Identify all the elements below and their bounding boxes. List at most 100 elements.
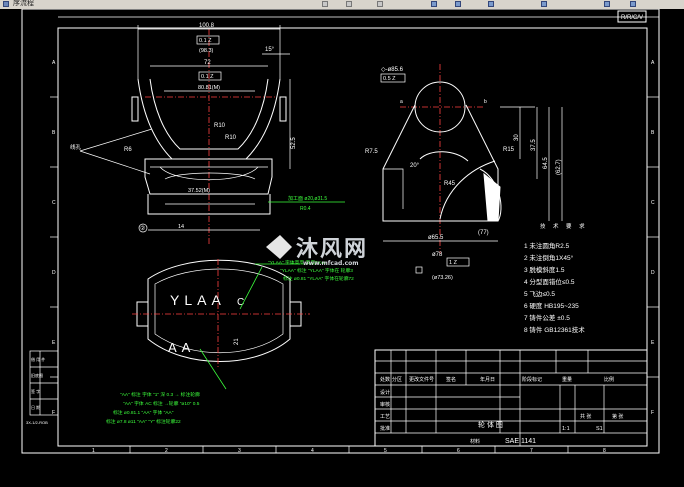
left-block-b: 旧底图	[31, 372, 43, 378]
dim-angle: 15°	[265, 47, 275, 53]
border-letter: C	[651, 200, 655, 206]
engrave-num: 21	[234, 338, 240, 345]
tb-side-3: 比例	[604, 376, 614, 383]
dim-r10b: R10	[225, 135, 237, 141]
tol-box-2: 0.1 Z	[201, 74, 214, 80]
tb-side-5: 第 张	[612, 413, 623, 420]
material-value: SAE 1141	[505, 438, 536, 445]
tb-side-4: 共 张	[580, 413, 591, 420]
toolbar-icon[interactable]	[455, 1, 461, 7]
engrave-bottom: AA	[168, 340, 195, 355]
tb-col-5: 年月日	[480, 376, 495, 383]
green-note-c1: "AA" 标注 字体 "1" 深 0.3 → 标注轮廓	[120, 391, 200, 398]
left-block-c: 签 字	[31, 388, 40, 394]
border-letter: E	[651, 340, 655, 346]
toolbar-icon[interactable]	[431, 1, 437, 7]
dim-d7326: (ø73.26)	[432, 275, 453, 281]
tech-item: 1 未注圆角R2.5	[524, 241, 570, 250]
border-num: 7	[530, 448, 533, 454]
tech-item: 6 硬度 HB195~235	[524, 301, 579, 310]
dim-r6: R6	[124, 147, 132, 153]
dim-h30: 30	[514, 134, 520, 141]
tech-item: 3 脱模斜度1.5	[524, 265, 565, 274]
dim-r75: R7.5	[365, 149, 378, 155]
tech-item: 4 分型面错位≤0.5	[524, 277, 575, 286]
border-num: 8	[603, 448, 606, 454]
tb-scale: 1:1	[562, 426, 570, 432]
tech-item: 8 铸件 GB12361技术	[524, 325, 585, 334]
toolbar-icon[interactable]	[346, 1, 352, 7]
dim-top: 100.8	[199, 23, 215, 29]
label-left: 线孔	[70, 143, 82, 151]
bottom-view: YLAA C AA 21 "YLAA" 字体高度 高度5mm "YLAA" 标注…	[106, 259, 354, 425]
engrave-top: YLAA	[170, 292, 226, 308]
dim-inner: 80.81(M)	[198, 85, 220, 91]
tech-requirements: 技 术 要 求 1 未注圆角R2.5 2 未注倒角1X45° 3 脱模斜度1.5…	[524, 222, 588, 334]
border-letter: F	[651, 410, 654, 416]
border-letter: A	[52, 60, 56, 66]
green-note-c3: 标注 ø0.81.1 "AA" 字体 "AA"	[113, 409, 174, 416]
engrave-top-right: C	[237, 297, 244, 308]
toolbar-icon[interactable]	[377, 1, 383, 7]
corner-code: R/R/C/V	[621, 15, 643, 21]
green-note-a2: R0.4	[300, 206, 311, 212]
green-note-c4: 标注 ø7.8 ø11 "AA" "Y" 标注轮廓22	[106, 418, 181, 425]
outer-frame	[21, 9, 660, 454]
green-note-a1: 加工面 ø20,ø31.5	[288, 195, 327, 202]
border-letter: D	[651, 270, 655, 276]
label-a: a	[400, 99, 403, 105]
watermark-logo	[266, 235, 292, 259]
label-b: b	[484, 99, 487, 105]
dim-r45: R45	[444, 181, 456, 187]
dim-d77: (77)	[478, 230, 489, 236]
corner-code-box	[617, 10, 647, 23]
left-block: 借 用 件 旧底图 签 字 日 期 3X-1/2-ROB	[26, 350, 59, 425]
toolbar-icon[interactable]	[604, 1, 610, 7]
toolbar-icon[interactable]	[541, 1, 547, 7]
border-num: 5	[384, 448, 387, 454]
dim-r15: R15	[503, 147, 515, 153]
toolbar-icon[interactable]	[322, 1, 328, 7]
green-note-c2: "AA" 字体 AC 标注 →轮廓 "ø10" 0.5	[123, 400, 200, 407]
front-view: 100.8 0.1 Z (98.3) 72 0.1 Z 80.81(M) 15°…	[70, 23, 345, 244]
toolbar-icon[interactable]	[488, 1, 494, 7]
left-block-a: 借 用 件	[31, 356, 45, 362]
tab-label[interactable]: 序流程	[13, 0, 34, 7]
note-num: ②	[140, 225, 145, 232]
watermark: 沐风网 www.mfcad.com	[266, 235, 368, 267]
tech-item: 5 飞边≤0.5	[524, 290, 555, 298]
dim-top-ref: (98.3)	[199, 48, 214, 54]
cad-canvas[interactable]: 1 2 3 4 5 6 7 8 A B C D E F A B C D E F …	[0, 9, 684, 487]
tb-col-1: 处数	[380, 376, 390, 383]
tb-row-4: 批准	[380, 425, 390, 432]
dim-flat: ◇-ø85.6	[381, 67, 404, 73]
side-view: ◇-ø85.6 0.5 Z a b R7.5 R15 R45 20° 30 37…	[365, 64, 563, 281]
tb-row-1: 设计	[380, 389, 390, 396]
tb-col-3: 更改文件号	[409, 376, 434, 383]
material-label: 材料	[470, 438, 480, 445]
toolbar-icon[interactable]	[630, 1, 636, 7]
dim-h62: (62.7)	[556, 159, 562, 175]
border-letter: B	[52, 130, 56, 136]
tech-item: 2 未注倒角1X45°	[524, 253, 574, 262]
tech-heading: 技 术 要 求	[540, 222, 588, 230]
tb-col-2: 分区	[392, 376, 402, 383]
green-note-b2: "YLAA" 标注 "YLAA" 字体在 轮廓3	[280, 267, 353, 274]
left-block-d: 日 期	[31, 404, 40, 410]
dim-d655: ø65.5	[428, 235, 444, 241]
watermark-url: www.mfcad.com	[303, 260, 359, 267]
border-letter: C	[52, 200, 56, 206]
dim-h64: 64.5	[543, 157, 549, 169]
green-note-b1: "YLAA" 字体高度 高度5mm	[268, 259, 326, 266]
dim-r10: R10	[214, 123, 226, 129]
dim-bottom: 37.52(M)	[188, 188, 210, 194]
tol-box-1: 0.1 Z	[199, 38, 212, 44]
watermark-text: 沐风网	[296, 237, 368, 262]
tb-sheet: S1	[596, 426, 603, 432]
dim-bot-left: 14	[178, 224, 184, 230]
dim-angle-side: 20°	[410, 163, 420, 169]
border-num: 1	[92, 448, 95, 454]
tech-item: 7 铸件公差 ±0.5	[524, 313, 570, 322]
dim-height: 52.5	[291, 137, 297, 149]
border-letter: F	[52, 410, 55, 416]
